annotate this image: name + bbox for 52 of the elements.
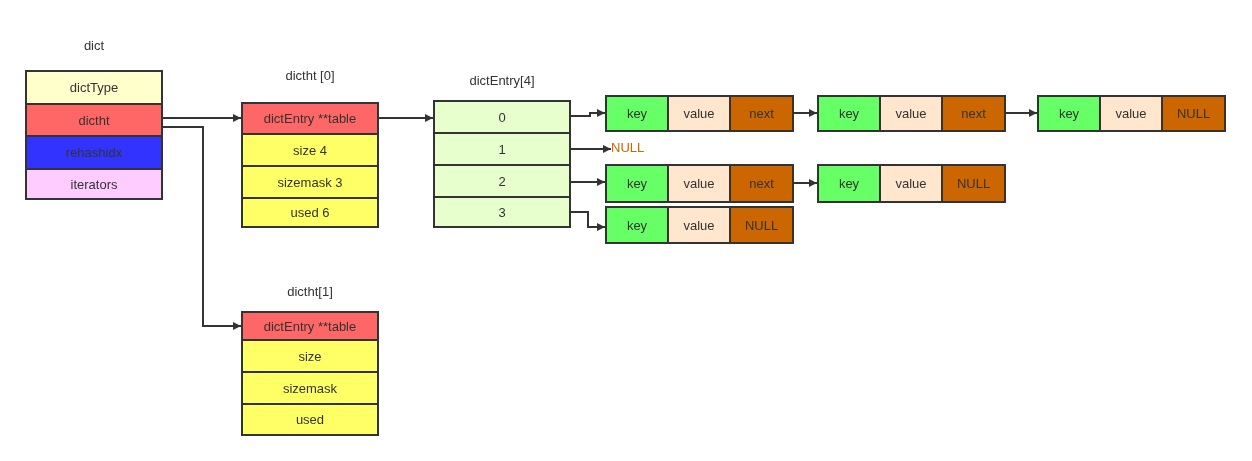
arrow <box>570 178 606 186</box>
key-field: key <box>607 166 669 201</box>
struct-field: rehashidx <box>25 135 163 170</box>
struct-field: sizemask 3 <box>241 165 379 199</box>
struct-title: dict <box>82 38 106 53</box>
struct-title: dictht [0] <box>284 68 336 83</box>
struct-title: dictEntry[4] <box>468 73 536 88</box>
struct-field: dictType <box>25 70 163 105</box>
struct-field: dictEntry **table <box>241 102 379 135</box>
arrow <box>162 114 242 122</box>
struct-field: dictht <box>25 103 163 137</box>
struct-field: used <box>241 403 379 436</box>
pointer-field: NULL <box>943 166 1004 201</box>
key-field: key <box>607 97 669 130</box>
arrow <box>570 211 606 231</box>
key-field: key <box>607 208 669 242</box>
pointer-field: next <box>731 97 792 130</box>
struct-title: dictht[1] <box>286 284 334 299</box>
value-field: value <box>669 166 731 201</box>
struct-field: dictEntry **table <box>241 311 379 341</box>
pointer-field: NULL <box>1163 97 1224 130</box>
struct-field: sizemask <box>241 371 379 405</box>
value-field: value <box>881 97 943 130</box>
pointer-field: next <box>943 97 1004 130</box>
bucket-slot: 3 <box>433 196 571 228</box>
struct-field: size <box>241 339 379 373</box>
entry-record <box>817 95 1006 132</box>
struct-field: iterators <box>25 168 163 200</box>
bucket-slot: 0 <box>433 100 571 134</box>
bucket-slot: 2 <box>433 164 571 198</box>
entry-record <box>605 164 794 203</box>
bucket-slot: 1 <box>433 132 571 166</box>
arrow <box>570 145 612 153</box>
entry-record <box>1037 95 1226 132</box>
value-field: value <box>881 166 943 201</box>
entry-record <box>817 164 1006 203</box>
arrow <box>378 114 434 122</box>
pointer-field: next <box>731 166 792 201</box>
arrow <box>570 109 606 117</box>
null-label: NULL <box>611 140 659 160</box>
key-field: key <box>819 97 881 130</box>
value-field: value <box>669 208 731 242</box>
entry-record <box>605 95 794 132</box>
struct-field: used 6 <box>241 197 379 228</box>
value-field: value <box>669 97 731 130</box>
value-field: value <box>1101 97 1163 130</box>
struct-field: size 4 <box>241 133 379 167</box>
key-field: key <box>1039 97 1101 130</box>
arrow <box>162 126 242 330</box>
key-field: key <box>819 166 881 201</box>
entry-record <box>605 206 794 244</box>
pointer-field: NULL <box>731 208 792 242</box>
